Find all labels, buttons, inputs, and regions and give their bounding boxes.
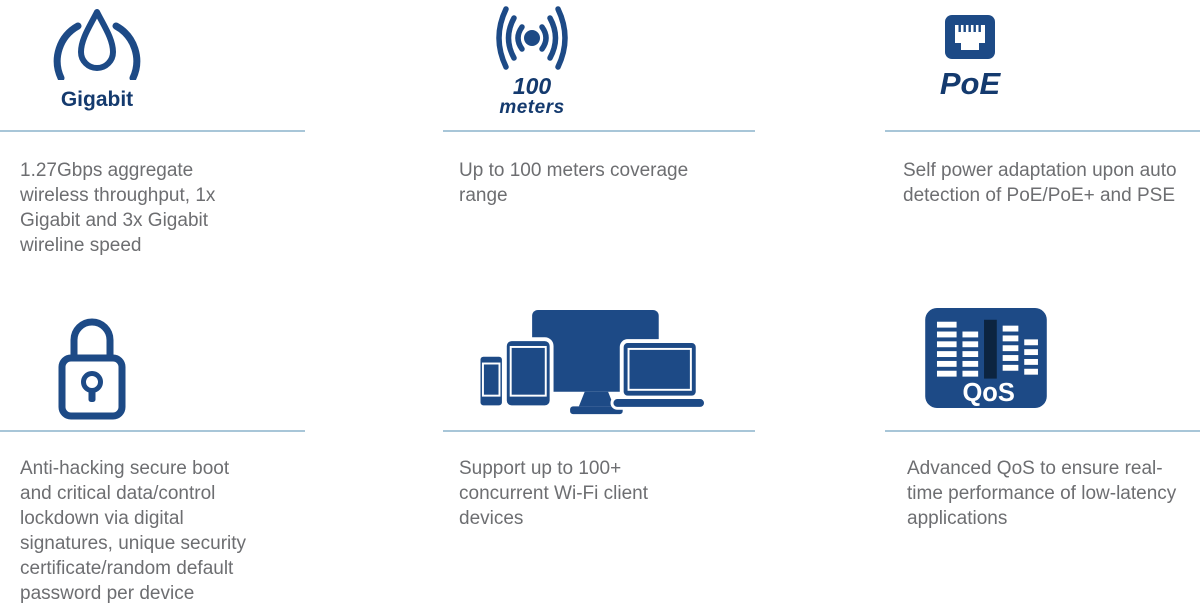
feature-description: Anti-hacking secure boot and critical da… <box>20 458 247 604</box>
feature-icon-area: PoE <box>885 0 1200 130</box>
divider-line <box>885 430 1200 432</box>
wifi-signal-icon <box>496 6 568 70</box>
feature-label: Gigabit <box>60 88 134 111</box>
divider-line <box>0 130 305 132</box>
feature-card-poe: PoE Self power adaptation upon auto dete… <box>885 0 1200 208</box>
icon-wrap: 100 meters <box>480 2 584 118</box>
feature-card-gigabit: Gigabit 1.27Gbps aggregate wireless thro… <box>0 0 305 258</box>
feature-card-security: Anti-hacking secure boot and critical da… <box>0 300 305 606</box>
feature-description: Advanced QoS to ensure real-time perform… <box>907 458 1177 529</box>
icon-wrap: QoS <box>925 308 1047 408</box>
feature-description: Up to 100 meters coverage range <box>459 160 689 206</box>
feature-card-clients: Support up to 100+ concurrent Wi-Fi clie… <box>443 300 755 531</box>
feature-icon-area: QoS <box>885 300 1200 430</box>
feature-icon-area <box>443 300 755 430</box>
feature-description: Self power adaptation upon auto detectio… <box>903 160 1177 206</box>
feature-icon-area: Gigabit <box>0 0 305 130</box>
equalizer-icon: QoS <box>925 308 1047 408</box>
qos-label: QoS <box>962 379 1014 407</box>
divider-line <box>443 130 755 132</box>
divider-line <box>443 430 755 432</box>
feature-icon-area <box>0 300 305 430</box>
icon-wrap <box>42 302 142 428</box>
feature-label-bottom: meters <box>499 97 565 119</box>
padlock-icon <box>58 318 126 420</box>
ethernet-port-icon <box>945 15 995 59</box>
icon-wrap: PoE <box>925 14 1015 102</box>
feature-card-coverage: 100 meters Up to 100 meters coverage ran… <box>443 0 755 208</box>
feature-label: PoE <box>939 66 1001 101</box>
feature-card-qos: QoS Advanced QoS to ensure real-time per… <box>885 300 1200 531</box>
icon-wrap: Gigabit <box>45 6 149 112</box>
divider-line <box>885 130 1200 132</box>
feature-label-top: 100 <box>512 73 552 99</box>
devices-icon <box>476 309 707 415</box>
divider-line <box>0 430 305 432</box>
feature-description: 1.27Gbps aggregate wireless throughput, … <box>20 160 216 256</box>
icon-wrap <box>475 308 710 420</box>
feature-icon-area: 100 meters <box>443 0 755 130</box>
speedometer-icon <box>53 9 141 80</box>
feature-description: Support up to 100+ concurrent Wi-Fi clie… <box>459 458 648 529</box>
